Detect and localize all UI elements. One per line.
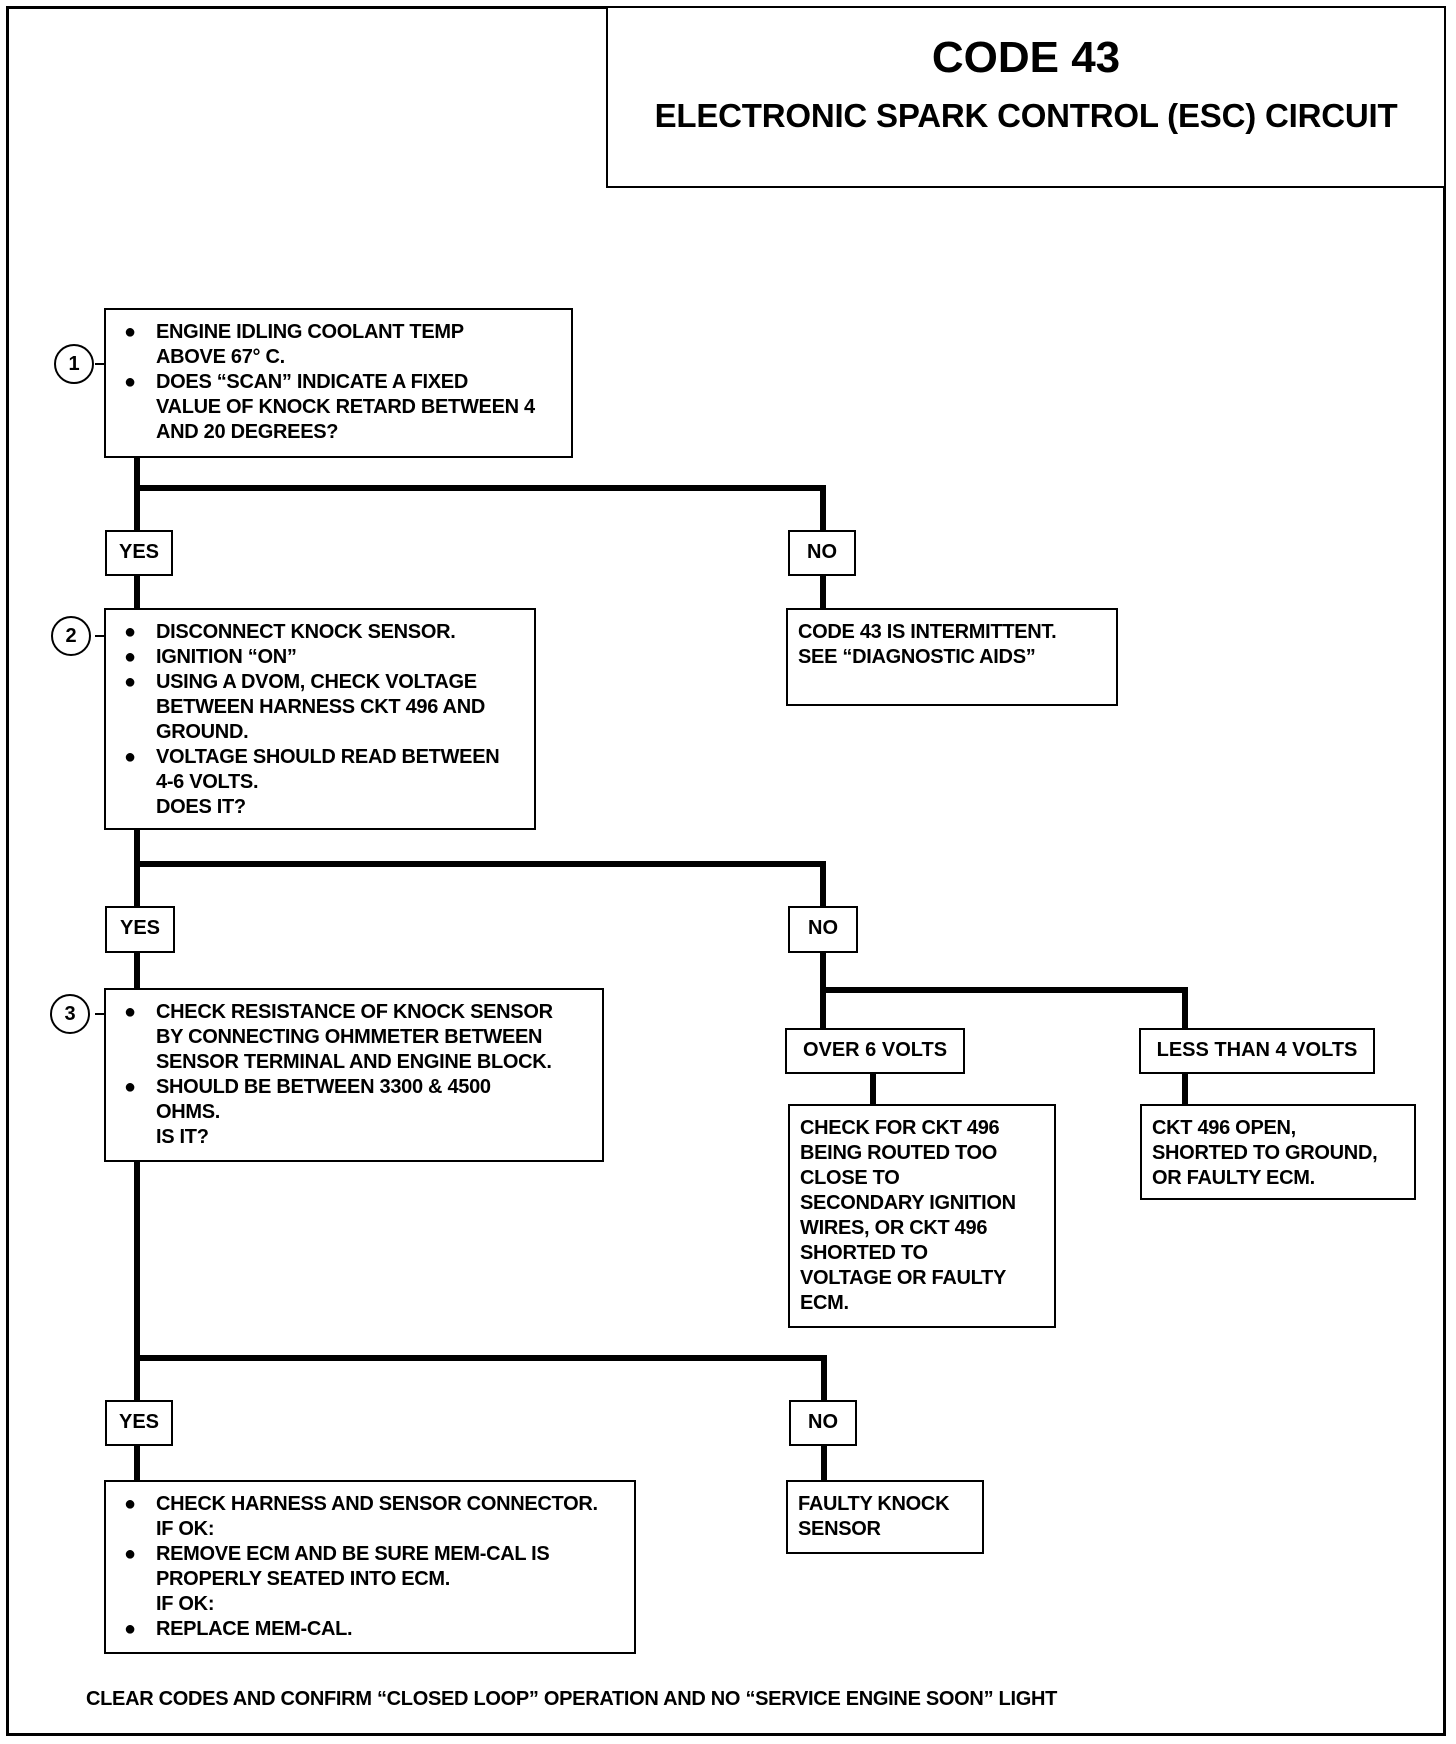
result-line: CODE 43 IS INTERMITTENT.	[798, 621, 1057, 643]
bullet-line: PROPERLY SEATED INTO ECM.	[156, 1568, 451, 1590]
bullet-line: ABOVE 67° C.	[156, 346, 285, 368]
result-line: SEE “DIAGNOSTIC AIDS”	[798, 646, 1036, 668]
result-intermittent-box: CODE 43 IS INTERMITTENT. SEE “DIAGNOSTIC…	[786, 608, 1118, 706]
yes-label: YES	[105, 1400, 173, 1446]
bullet-icon: ●	[124, 1076, 136, 1098]
result-line: WIRES, OR CKT 496	[800, 1217, 988, 1239]
footer-instruction: CLEAR CODES AND CONFIRM “CLOSED LOOP” OP…	[86, 1688, 1058, 1710]
result-line: VOLTAGE OR FAULTY	[800, 1267, 1007, 1289]
step-2-bullet: ● VOLTAGE SHOULD READ BETWEEN 4-6 VOLTS.…	[118, 745, 526, 820]
bullet-line: DOES “SCAN” INDICATE A FIXED	[156, 371, 468, 393]
result-line: SENSOR	[798, 1518, 881, 1540]
step-1-bullet: ● ENGINE IDLING COOLANT TEMP ABOVE 67° C…	[118, 320, 563, 370]
result-line: ECM.	[800, 1292, 849, 1314]
bullet-line: 4-6 VOLTS.	[156, 771, 259, 793]
result-line: CKT 496 OPEN,	[1152, 1117, 1296, 1139]
step-3-bullet: ● SHOULD BE BETWEEN 3300 & 4500 OHMS. IS…	[118, 1075, 594, 1150]
final-action-bullet: ● CHECK HARNESS AND SENSOR CONNECTOR. IF…	[118, 1492, 626, 1542]
result-less-than-4-volts-box: CKT 496 OPEN, SHORTED TO GROUND, OR FAUL…	[1140, 1104, 1416, 1200]
bullet-icon: ●	[124, 621, 136, 643]
final-action-box: ● CHECK HARNESS AND SENSOR CONNECTOR. IF…	[104, 1480, 636, 1654]
title-subtitle: ELECTRONIC SPARK CONTROL (ESC) CIRCUIT	[654, 97, 1398, 134]
yes-label: YES	[105, 906, 175, 953]
bullet-icon: ●	[124, 321, 136, 343]
result-line: SHORTED TO	[800, 1242, 928, 1264]
step-1-bullet: ● DOES “SCAN” INDICATE A FIXED VALUE OF …	[118, 370, 563, 445]
final-action-bullet: ● REPLACE MEM-CAL.	[118, 1617, 626, 1642]
bullet-line: SENSOR TERMINAL AND ENGINE BLOCK.	[156, 1051, 552, 1073]
result-line: SHORTED TO GROUND,	[1152, 1142, 1378, 1164]
bullet-line: VOLTAGE SHOULD READ BETWEEN	[156, 746, 500, 768]
bullet-line: REPLACE MEM-CAL.	[156, 1618, 353, 1640]
bullet-icon: ●	[124, 646, 136, 668]
step-2-bullet: ● DISCONNECT KNOCK SENSOR.	[118, 620, 526, 645]
result-line: SECONDARY IGNITION	[800, 1192, 1016, 1214]
bullet-line: CHECK RESISTANCE OF KNOCK SENSOR	[156, 1001, 553, 1023]
final-action-bullet: ● REMOVE ECM AND BE SURE MEM-CAL IS PROP…	[118, 1542, 626, 1617]
step-2-bullet: ● USING A DVOM, CHECK VOLTAGE BETWEEN HA…	[118, 670, 526, 745]
step-1-box: ● ENGINE IDLING COOLANT TEMP ABOVE 67° C…	[104, 308, 573, 458]
bullet-icon: ●	[124, 1001, 136, 1023]
bullet-line: IGNITION “ON”	[156, 646, 297, 668]
bullet-line: BY CONNECTING OHMMETER BETWEEN	[156, 1026, 543, 1048]
result-line: OR FAULTY ECM.	[1152, 1167, 1315, 1189]
no-label: NO	[789, 1400, 857, 1446]
less-than-4-volts-label: LESS THAN 4 VOLTS	[1139, 1028, 1375, 1074]
bullet-line: ENGINE IDLING COOLANT TEMP	[156, 321, 464, 343]
result-line: BEING ROUTED TOO	[800, 1142, 998, 1164]
title-code: CODE 43	[931, 33, 1121, 82]
result-line: FAULTY KNOCK	[798, 1493, 950, 1515]
bullet-icon: ●	[124, 371, 136, 393]
bullet-line: BETWEEN HARNESS CKT 496 AND	[156, 696, 485, 718]
bullet-line: VALUE OF KNOCK RETARD BETWEEN 4	[156, 396, 535, 418]
bullet-icon: ●	[124, 746, 136, 768]
step-2-number: 2	[51, 616, 91, 656]
bullet-line: CHECK HARNESS AND SENSOR CONNECTOR.	[156, 1493, 598, 1515]
bullet-line: OHMS.	[156, 1101, 221, 1123]
bullet-line: USING A DVOM, CHECK VOLTAGE	[156, 671, 477, 693]
bullet-line: GROUND.	[156, 721, 249, 743]
bullet-icon: ●	[124, 1493, 136, 1515]
result-line: CLOSE TO	[800, 1167, 900, 1189]
bullet-icon: ●	[124, 1543, 136, 1565]
result-faulty-sensor-box: FAULTY KNOCK SENSOR	[786, 1480, 984, 1554]
result-over-6-volts-box: CHECK FOR CKT 496 BEING ROUTED TOO CLOSE…	[788, 1104, 1056, 1328]
bullet-line: IF OK:	[156, 1593, 215, 1615]
step-1-number: 1	[54, 344, 94, 384]
bullet-line: IS IT?	[156, 1126, 209, 1148]
step-2-box: ● DISCONNECT KNOCK SENSOR. ● IGNITION “O…	[104, 608, 536, 830]
bullet-line: SHOULD BE BETWEEN 3300 & 4500	[156, 1076, 491, 1098]
no-label: NO	[788, 906, 858, 953]
bullet-line: DISCONNECT KNOCK SENSOR.	[156, 621, 456, 643]
step-2-bullet: ● IGNITION “ON”	[118, 645, 526, 670]
title-box: CODE 43 ELECTRONIC SPARK CONTROL (ESC) C…	[606, 6, 1446, 188]
step-3-bullet: ● CHECK RESISTANCE OF KNOCK SENSOR BY CO…	[118, 1000, 594, 1075]
bullet-icon: ●	[124, 1618, 136, 1640]
result-line: CHECK FOR CKT 496	[800, 1117, 1000, 1139]
bullet-line: AND 20 DEGREES?	[156, 421, 339, 443]
no-label: NO	[788, 530, 856, 576]
yes-label: YES	[105, 530, 173, 576]
over-6-volts-label: OVER 6 VOLTS	[785, 1028, 965, 1074]
bullet-line: IF OK:	[156, 1518, 215, 1540]
step-3-number: 3	[50, 994, 90, 1034]
bullet-line: DOES IT?	[156, 796, 246, 818]
step-3-box: ● CHECK RESISTANCE OF KNOCK SENSOR BY CO…	[104, 988, 604, 1162]
bullet-line: REMOVE ECM AND BE SURE MEM-CAL IS	[156, 1543, 550, 1565]
bullet-icon: ●	[124, 671, 136, 693]
